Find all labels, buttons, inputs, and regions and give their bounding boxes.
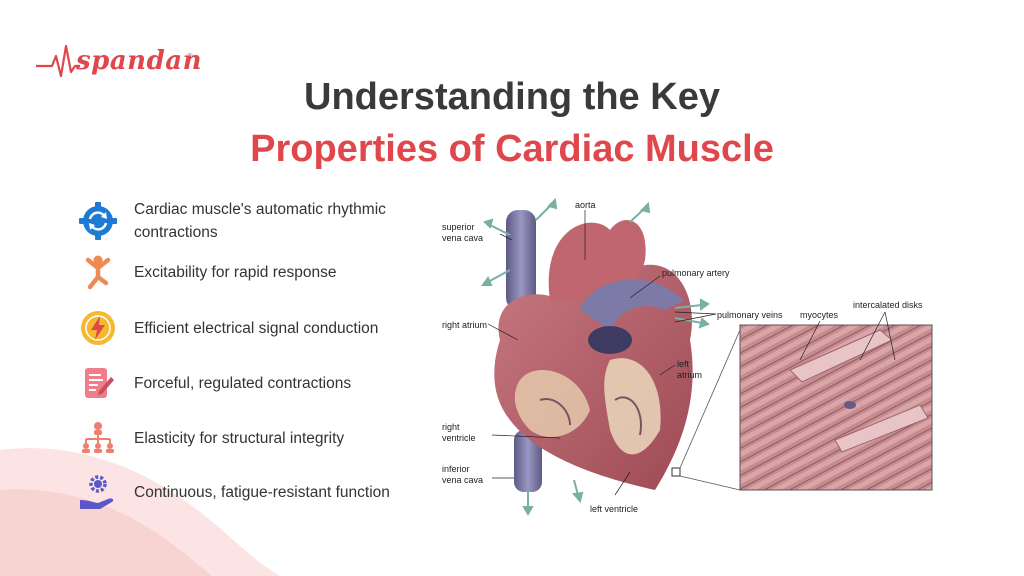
label-left-ventricle: left ventricle — [590, 504, 638, 514]
label-right-ventricle-1: right — [442, 422, 460, 432]
label-left-atrium-2: atrium — [677, 370, 702, 380]
label-aorta: aorta — [575, 200, 596, 210]
feature-text: Elasticity for structural integrity — [134, 429, 345, 447]
feature-text: Cardiac muscle's automatic rhythmic cont… — [134, 201, 386, 241]
list-item: Continuous, fatigue-resistant function — [78, 472, 434, 512]
superior-vena-cava-shape — [506, 210, 536, 310]
feature-text: Excitability for rapid response — [134, 263, 337, 281]
list-item: Efficient electrical signal conduction — [78, 308, 434, 348]
document-pen-icon — [85, 368, 114, 398]
pulmonary-artery-shape — [580, 279, 685, 330]
label-myocytes: myocytes — [800, 310, 839, 320]
label-right-atrium: right atrium — [442, 320, 487, 330]
list-item: Forceful, regulated contractions — [78, 363, 434, 403]
list-item: Excitability for rapid response — [78, 252, 434, 292]
aorta-shape — [548, 220, 646, 300]
label-pulmonary-artery: pulmonary artery — [662, 268, 730, 278]
jumping-person-icon — [85, 255, 111, 290]
label-superior-vena-cava-1: superior — [442, 222, 475, 232]
rotation-gear-icon — [79, 202, 117, 240]
heart-anatomy-diagram: aorta superior vena cava pulmonary arter… — [442, 197, 933, 517]
logo-heartbeat-icon — [36, 44, 80, 78]
label-inferior-vena-cava-2: vena cava — [442, 475, 483, 485]
gear-in-hand-icon — [80, 475, 114, 509]
label-right-ventricle-2: ventricle — [442, 433, 476, 443]
feature-text: Forceful, regulated contractions — [134, 374, 352, 392]
page-title-line-2: Properties of Cardiac Muscle — [250, 128, 774, 170]
page-title-line-1: Understanding the Key — [304, 76, 720, 118]
inferior-vena-cava-shape — [514, 430, 542, 492]
label-superior-vena-cava-2: vena cava — [442, 233, 483, 243]
hierarchy-structure-icon — [82, 422, 114, 453]
label-pulmonary-veins: pulmonary veins — [717, 310, 783, 320]
lightning-bolt-icon — [81, 311, 115, 345]
label-intercalated-disks: intercalated disks — [853, 300, 923, 310]
feature-text: Efficient electrical signal conduction — [134, 319, 379, 337]
list-item: Cardiac muscle's automatic rhythmic cont… — [78, 198, 434, 244]
feature-text: Continuous, fatigue-resistant function — [134, 483, 390, 501]
logo-registered-mark: ® — [187, 52, 193, 61]
label-left-atrium-1: left — [677, 359, 690, 369]
label-inferior-vena-cava-1: inferior — [442, 464, 470, 474]
logo-text: spandan — [76, 46, 202, 76]
list-item: Elasticity for structural integrity — [78, 418, 434, 458]
